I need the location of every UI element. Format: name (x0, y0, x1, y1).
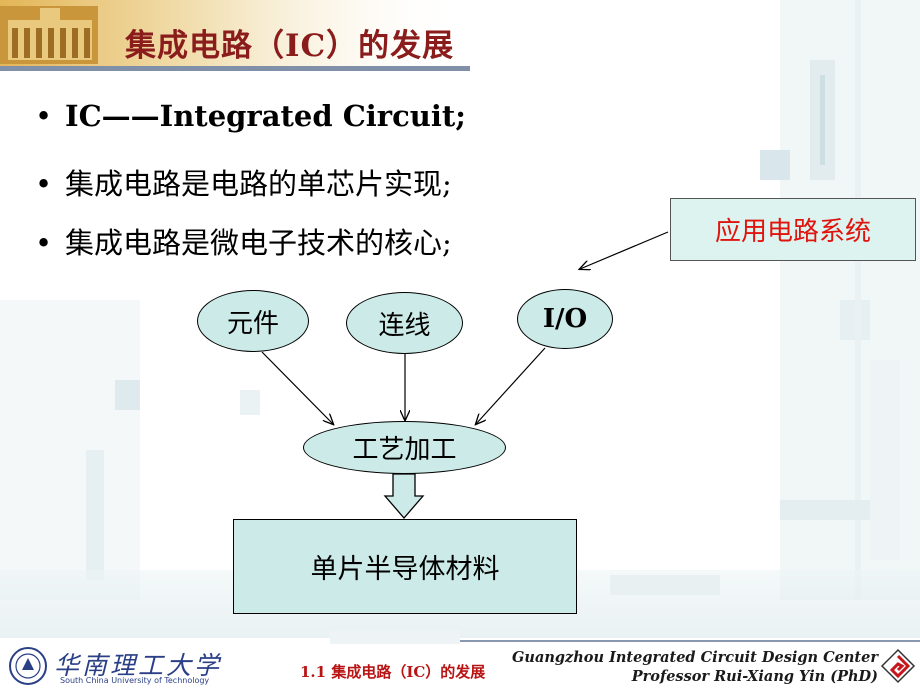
university-name-cn: 华南理工大学 (54, 651, 223, 680)
footer-center-name: Guangzhou Integrated Circuit Design Cent… (512, 649, 878, 666)
footer-section-label: 1.1 集成电路（IC）的发展 (300, 663, 486, 681)
bullet-text: 集成电路是电路的单芯片实现; (65, 167, 452, 201)
bullet-symbol: • (35, 167, 53, 201)
design-center-logo-icon (880, 648, 916, 684)
bullet-text: 集成电路是微电子技术的核心; (65, 226, 452, 260)
ellipse-process: 工艺加工 (303, 421, 506, 474)
bullet-item: • 集成电路是电路的单芯片实现; (35, 161, 452, 203)
bullet-item: • 集成电路是微电子技术的核心; (35, 220, 452, 262)
slide-title: 集成电路（IC）的发展 (125, 28, 455, 64)
bullet-symbol: • (35, 99, 53, 133)
university-name-en: South China University of Technology (60, 676, 210, 685)
bullet-text: IC——Integrated Circuit; (65, 99, 466, 133)
application-circuit-box: 应用电路系统 (670, 198, 916, 261)
university-seal-icon (9, 647, 47, 685)
ellipse-component: 元件 (197, 290, 309, 352)
semiconductor-material-box: 单片半导体材料 (233, 519, 577, 614)
footer-professor: Professor Rui-Xiang Yin (PhD) (631, 668, 878, 685)
bullet-symbol: • (35, 226, 53, 260)
ellipse-wiring: 连线 (346, 292, 463, 354)
bullet-item: • IC——Integrated Circuit; (35, 99, 466, 133)
ellipse-io: I/O (517, 289, 613, 349)
